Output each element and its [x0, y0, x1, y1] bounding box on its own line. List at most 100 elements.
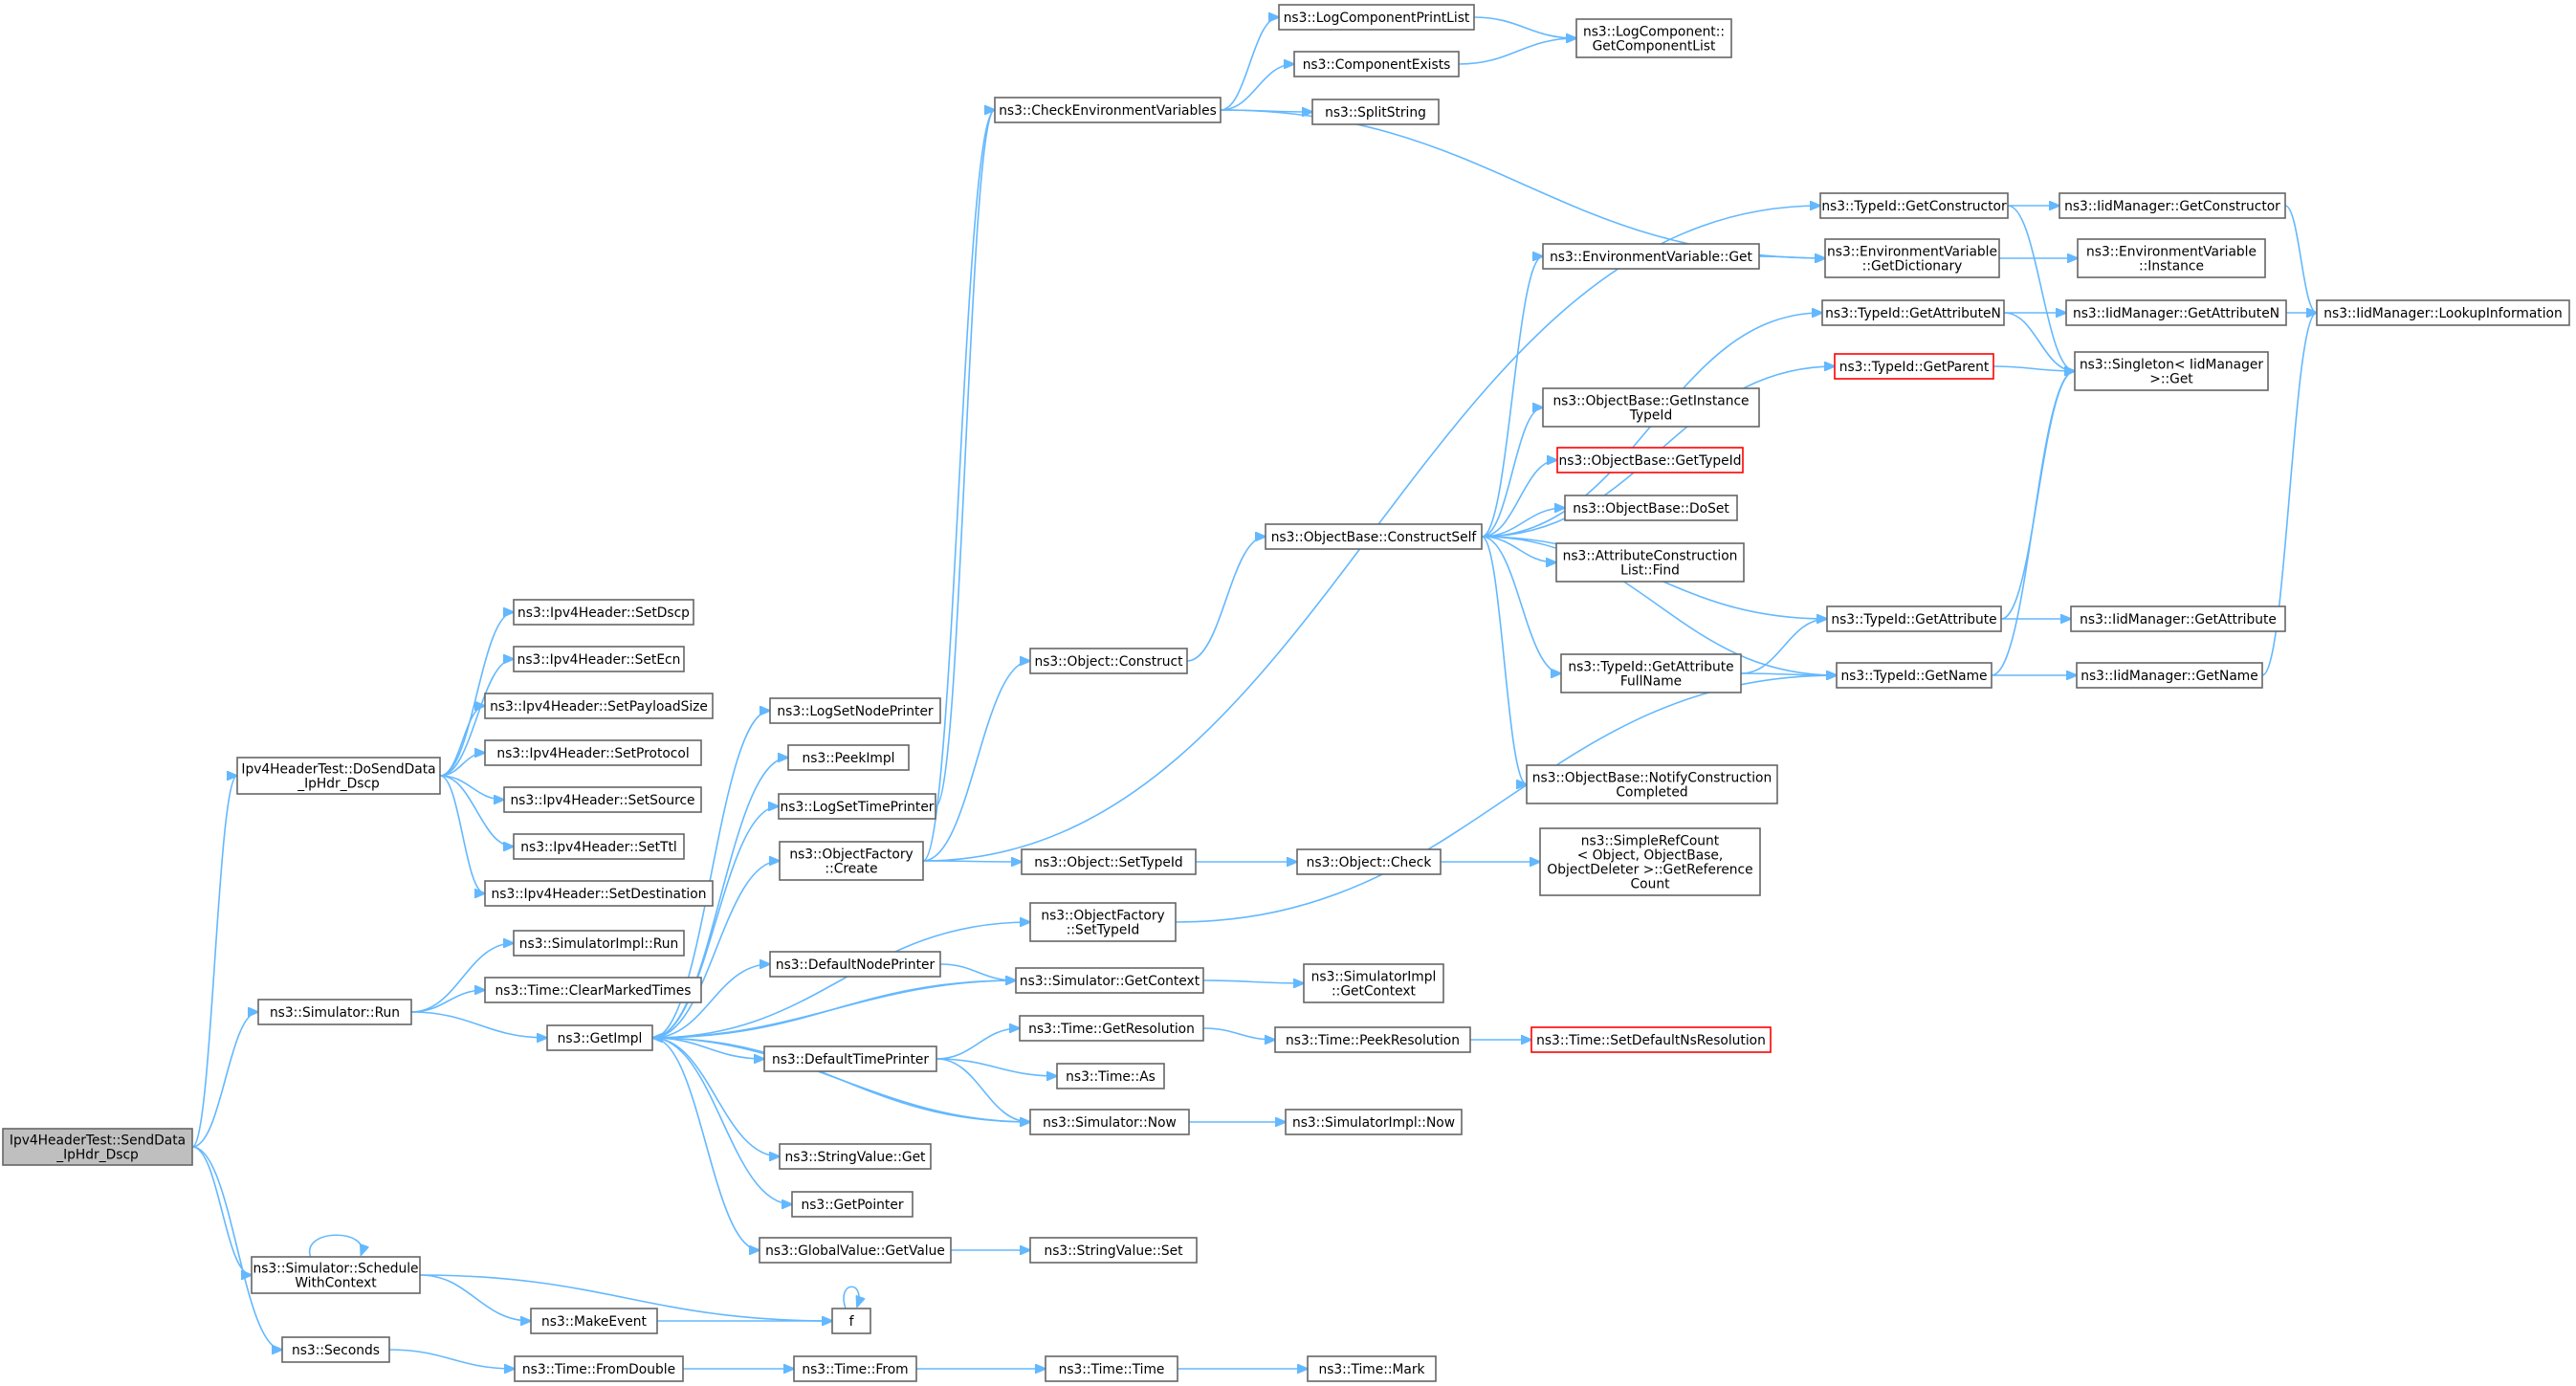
node-get-resolution[interactable]: ns3::Time::GetResolution [1019, 1015, 1204, 1042]
node-construct-self[interactable]: ns3::ObjectBase::ConstructSelf [1265, 523, 1483, 550]
node-str-val-get[interactable]: ns3::StringValue::Get [779, 1143, 932, 1170]
node-time-mark[interactable]: ns3::Time::Mark [1307, 1355, 1437, 1382]
node-do-set[interactable]: ns3::ObjectBase::DoSet [1564, 495, 1738, 521]
node-label: f [849, 1314, 855, 1330]
node-label: _IpHdr_Dscp [297, 777, 380, 792]
edge-line [939, 963, 1016, 980]
node-obj-factory-create[interactable]: ns3::ObjectFactory::Create [779, 841, 924, 881]
node-peek-impl[interactable]: ns3::PeekImpl [787, 744, 910, 771]
node-tid-get-attr-n[interactable]: ns3::TypeId::GetAttributeN [1821, 299, 2005, 326]
node-simple-ref[interactable]: ns3::SimpleRefCount< Object, ObjectBase,… [1539, 827, 1761, 896]
node-iid-get-constructor[interactable]: ns3::IidManager::GetConstructor [2059, 192, 2286, 219]
node-box [1575, 18, 1732, 58]
node-time-time[interactable]: ns3::Time::Time [1045, 1355, 1178, 1382]
node-tid-get-attribute[interactable]: ns3::TypeId::GetAttribute [1826, 605, 2002, 632]
node-log-comp-print[interactable]: ns3::LogComponentPrintList [1278, 4, 1475, 31]
node-label: ns3::StringValue::Get [785, 1150, 927, 1165]
node-def-node-printer[interactable]: ns3::DefaultNodePrinter [769, 951, 941, 978]
edge-construct-self-to-do-set [1481, 508, 1565, 538]
node-global-get-value[interactable]: ns3::GlobalValue::GetValue [759, 1237, 952, 1264]
edge-line [1740, 673, 1837, 675]
node-label: ns3::LogSetNodePrinter [777, 704, 934, 719]
node-log-set-node[interactable]: ns3::LogSetNodePrinter [769, 697, 941, 724]
node-tid-get-name[interactable]: ns3::TypeId::GetName [1836, 662, 1993, 689]
node-do-send[interactable]: Ipv4HeaderTest::DoSendData_IpHdr_Dscp [236, 757, 441, 795]
node-sim-get-context[interactable]: ns3::Simulator::GetContext [1015, 967, 1204, 994]
node-get-impl[interactable]: ns3::GetImpl [546, 1024, 653, 1051]
edge-get-resolution-to-peek-resolution [1202, 1027, 1275, 1040]
node-set-dscp[interactable]: ns3::Ipv4Header::SetDscp [513, 599, 694, 626]
node-singleton-get[interactable]: ns3::Singleton< IidManager >::Get [2074, 351, 2269, 391]
node-obj-factory-set-type-id[interactable]: ns3::ObjectFactory::SetTypeId [1029, 902, 1177, 942]
node-peek-resolution[interactable]: ns3::Time::PeekResolution [1274, 1026, 1471, 1053]
node-comp-exists[interactable]: ns3::ComponentExists [1293, 51, 1460, 77]
node-box [1029, 1109, 1190, 1135]
node-label: ns3::TypeId::GetAttributeN [1825, 306, 2001, 321]
node-notify-const[interactable]: ns3::ObjectBase::NotifyConstructionCompl… [1526, 764, 1778, 804]
edge-root-to-sched-ctx [191, 1146, 252, 1275]
edge-line [439, 659, 514, 777]
node-label: ns3::ObjectBase::GetTypeId [1559, 453, 1742, 469]
node-iid-get-attr-n[interactable]: ns3::IidManager::GetAttributeN [2065, 299, 2287, 326]
node-root[interactable]: Ipv4HeaderTest::SendData_IpHdr_Dscp [2, 1128, 193, 1166]
node-get-pointer[interactable]: ns3::GetPointer [791, 1191, 914, 1218]
node-box [2, 1128, 193, 1166]
node-obj-construct[interactable]: ns3::Object::Construct [1029, 648, 1188, 674]
edge-obj-factory-create-to-obj-set-type-id [922, 861, 1022, 862]
node-clear-marked[interactable]: ns3::Time::ClearMarkedTimes [484, 977, 702, 1003]
node-split-string[interactable]: ns3::SplitString [1311, 99, 1440, 125]
node-make-event[interactable]: ns3::MakeEvent [530, 1308, 658, 1334]
node-obj-set-type-id[interactable]: ns3::Object::SetTypeId [1021, 848, 1197, 875]
node-get-type-id-red[interactable]: ns3::ObjectBase::GetTypeId [1556, 447, 1744, 473]
node-set-dest[interactable]: ns3::Ipv4Header::SetDestination [484, 880, 714, 907]
node-box [2065, 299, 2287, 326]
node-set-ttl[interactable]: ns3::Ipv4Header::SetTtl [513, 833, 685, 860]
node-set-ecn[interactable]: ns3::Ipv4Header::SetEcn [513, 646, 685, 672]
edge-line [651, 711, 770, 1039]
node-f[interactable]: f [831, 1308, 871, 1334]
node-label: ns3::Simulator::Schedule [253, 1262, 418, 1277]
node-label: ns3::Ipv4Header::SetDestination [492, 887, 707, 902]
node-time-from[interactable]: ns3::Time::From [793, 1355, 917, 1382]
node-from-double[interactable]: ns3::Time::FromDouble [514, 1355, 684, 1382]
node-set-source[interactable]: ns3::Ipv4Header::SetSource [503, 786, 702, 813]
node-str-val-set[interactable]: ns3::StringValue::Set [1029, 1237, 1198, 1264]
node-tid-get-parent[interactable]: ns3::TypeId::GetParent [1834, 353, 1994, 380]
node-label: ::Instance [2139, 259, 2204, 275]
node-iid-lookup[interactable]: ns3::IidManager::LookupInformation [2316, 299, 2570, 326]
node-sim-impl-get-context[interactable]: ns3::SimulatorImpl::GetContext [1303, 963, 1444, 1003]
edge-construct-self-to-get-attr-full-name [1481, 536, 1561, 673]
node-log-set-time[interactable]: ns3::LogSetTimePrinter [778, 793, 936, 820]
node-box [530, 1308, 658, 1334]
node-log-comp-list[interactable]: ns3::LogComponent::GetComponentList [1575, 18, 1732, 58]
node-def-time-printer[interactable]: ns3::DefaultTimePrinter [763, 1045, 937, 1072]
node-iid-get-attribute[interactable]: ns3::IidManager::GetAttribute [2070, 605, 2286, 632]
node-box [1056, 1063, 1165, 1089]
node-tid-get-constructor[interactable]: ns3::TypeId::GetConstructor [1819, 192, 2009, 219]
node-set-payload[interactable]: ns3::Ipv4Header::SetPayloadSize [484, 693, 714, 719]
node-time-as[interactable]: ns3::Time::As [1056, 1063, 1165, 1089]
node-box [1307, 1355, 1437, 1382]
node-iid-get-name[interactable]: ns3::IidManager::GetName [2076, 662, 2263, 689]
node-env-get-dict[interactable]: ns3::EnvironmentVariable::GetDictionary [1824, 238, 2000, 278]
node-set-default-ns-res[interactable]: ns3::Time::SetDefaultNsResolution [1530, 1026, 1772, 1053]
node-obj-check[interactable]: ns3::Object::Check [1296, 848, 1442, 875]
edge-sched-ctx-to-sched-ctx [308, 1234, 363, 1258]
edge-line [1220, 64, 1294, 111]
node-set-protocol[interactable]: ns3::Ipv4Header::SetProtocol [484, 739, 702, 766]
node-sim-run[interactable]: ns3::Simulator::Run [257, 999, 412, 1025]
edge-line [936, 1028, 1020, 1060]
node-sim-impl-run[interactable]: ns3::SimulatorImpl::Run [513, 930, 685, 957]
node-label: ::GetDictionary [1862, 259, 1963, 275]
node-env-var-get[interactable]: ns3::EnvironmentVariable::Get [1542, 243, 1760, 270]
node-env-instance[interactable]: ns3::EnvironmentVariable::Instance [2077, 238, 2266, 278]
node-check-env[interactable]: ns3::CheckEnvironmentVariables [994, 97, 1222, 123]
node-sim-impl-now[interactable]: ns3::SimulatorImpl::Now [1285, 1109, 1463, 1135]
node-sim-now[interactable]: ns3::Simulator::Now [1029, 1109, 1190, 1135]
node-seconds[interactable]: ns3::Seconds [281, 1336, 390, 1363]
